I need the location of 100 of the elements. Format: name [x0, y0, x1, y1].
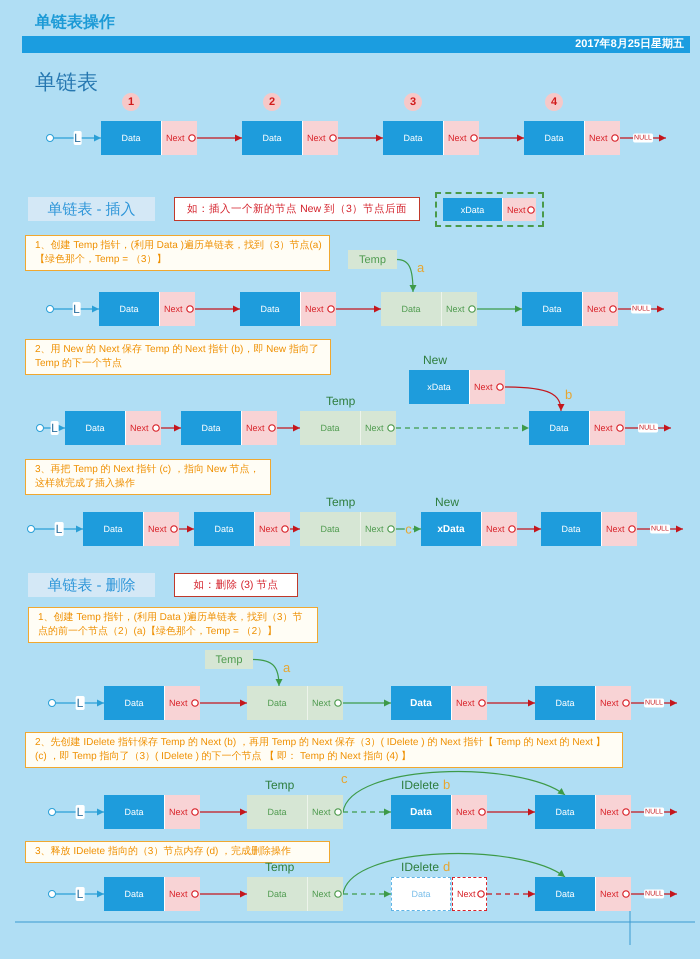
arrow	[197, 134, 242, 142]
list-node	[381, 292, 477, 326]
data-section: Data	[391, 877, 451, 911]
next-label: Next	[448, 133, 467, 143]
next-label: Next	[169, 807, 188, 817]
next-label: Next	[305, 304, 324, 314]
next-label: Next	[312, 807, 331, 817]
data-section: Data	[391, 795, 451, 829]
section-heading: 单链表 - 插入	[28, 197, 155, 221]
arrow	[44, 424, 65, 432]
next-label: Next	[594, 423, 613, 433]
data-section: Data	[300, 411, 360, 445]
data-section: Data	[194, 512, 254, 546]
list-node	[535, 877, 631, 911]
data-section: Data	[104, 686, 164, 720]
arrow	[396, 526, 421, 532]
data-section: Data	[535, 686, 595, 720]
next-label: Next	[169, 698, 188, 708]
data-section: Data	[99, 292, 159, 326]
arrow	[54, 134, 101, 142]
section-heading: 单链表 - 删除	[28, 573, 155, 597]
page-title: 单链表操作	[35, 12, 115, 33]
arrow	[35, 526, 83, 532]
example-note: 如：删除 (3) 节点	[174, 573, 298, 597]
pointer-label: Temp	[205, 650, 253, 669]
list-node	[541, 512, 637, 546]
pointer-label: Temp	[326, 495, 356, 509]
list-node	[409, 370, 505, 404]
next-label: Next	[312, 889, 331, 899]
list-node	[391, 686, 487, 720]
list-node	[194, 512, 290, 546]
next-label: Next	[456, 807, 475, 817]
start-circle	[48, 699, 56, 707]
next-label: Next	[312, 698, 331, 708]
page-heading: 单链表	[35, 70, 98, 96]
arrow	[200, 890, 247, 898]
data-section: xData	[443, 198, 502, 221]
data-section: Data	[300, 512, 360, 546]
start-circle	[48, 808, 56, 816]
arrow	[487, 890, 535, 898]
pointer-label: Temp	[265, 778, 294, 792]
start-circle	[46, 134, 54, 142]
dashed-frame	[435, 192, 544, 227]
arrow	[517, 526, 541, 532]
data-section: xData	[409, 370, 469, 404]
callout-number: 1	[122, 93, 140, 111]
arrow	[336, 306, 381, 312]
data-section: Data	[242, 121, 302, 155]
start-circle	[46, 305, 54, 313]
list-node	[300, 411, 396, 445]
data-section: Data	[104, 795, 164, 829]
pointer-label: Temp	[265, 860, 294, 874]
list-node	[104, 877, 200, 911]
next-label: Next	[246, 423, 265, 433]
next-label: Next	[456, 698, 475, 708]
pointer-label: IDelete	[401, 778, 440, 792]
arrow	[54, 306, 99, 312]
edge-label: L	[76, 887, 84, 901]
data-section: Data	[101, 121, 161, 155]
list-node	[443, 198, 536, 221]
next-label: Next	[166, 133, 185, 143]
edge-label: c	[341, 772, 348, 785]
edge-label: b	[565, 388, 572, 401]
next-label: Next	[600, 807, 619, 817]
arrow	[179, 526, 194, 532]
data-section: Data	[247, 877, 307, 911]
arrow	[477, 306, 522, 312]
step-instruction: 1、创建 Temp 指针，(利用 Data )遍历单链表，找到（3）节点(a)【绿色那个，Temp = （3）】	[25, 235, 330, 271]
arrow	[396, 424, 529, 432]
list-node	[421, 512, 517, 546]
data-section: Data	[83, 512, 143, 546]
start-circle	[36, 424, 44, 432]
data-section: Data	[104, 877, 164, 911]
next-label: Next	[589, 133, 608, 143]
next-label: Next	[169, 889, 188, 899]
arrow	[487, 808, 535, 816]
example-note: 如：插入一个新的节点 New 到（3）节点后面	[174, 197, 420, 221]
list-node	[99, 292, 195, 326]
step-letter: d	[443, 860, 450, 874]
step-instruction: 2、先创建 IDelete 指针保存 Temp 的 Next (b) ，再用 Temp 的 Next 保存（3）( IDelete ) 的 Next 指针【 Temp 的 Next 的 Next 】(c) ，即 Temp 指向了（3）( IDelete ) 的下一个节点 【 即： Temp 的 Next 指向 (4) 】	[25, 732, 623, 768]
arrow	[342, 853, 566, 894]
list-node	[529, 411, 625, 445]
next-label: Next	[365, 423, 384, 433]
next-label: Next	[148, 524, 167, 534]
list-node	[391, 795, 487, 829]
edge-label: L	[73, 131, 82, 145]
arrow	[396, 258, 416, 292]
step-instruction: 2、用 New 的 Next 保存 Temp 的 Next 指针 (b)，即 New 指向了 Temp 的下一个节点	[25, 339, 331, 375]
callout-number: 2	[263, 93, 281, 111]
list-node	[300, 512, 396, 546]
next-label: Next	[507, 204, 526, 214]
edge-label: a	[417, 260, 424, 274]
edge-label: L	[72, 302, 81, 316]
step-instruction: 3、再把 Temp 的 Next 指针 (c) ，指向 New 节点，这样就完成了插入操作	[25, 459, 271, 495]
next-label: Next	[130, 423, 149, 433]
data-section: Data	[535, 877, 595, 911]
data-section: Data	[65, 411, 125, 445]
next-label: Next	[600, 889, 619, 899]
list-node	[181, 411, 277, 445]
list-node	[104, 686, 200, 720]
